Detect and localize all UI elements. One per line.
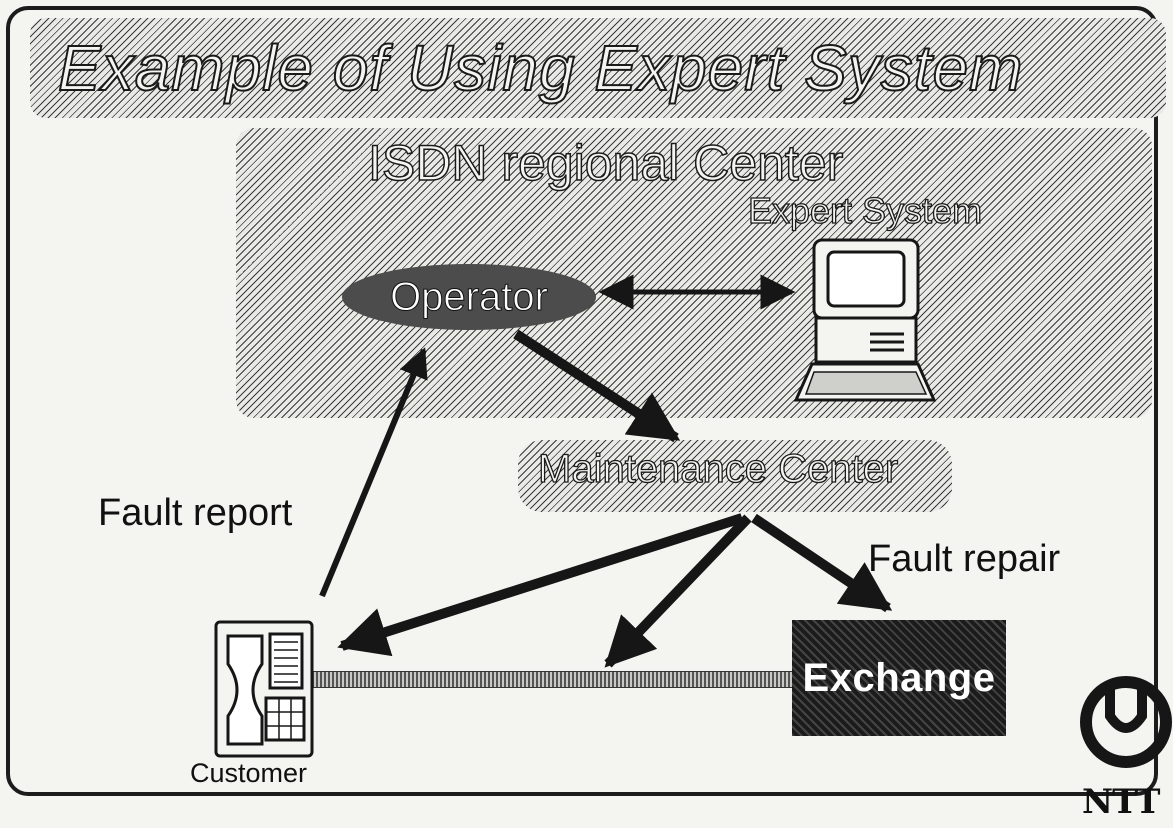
computer-icon (793, 238, 937, 402)
operator-label: Operator (390, 274, 549, 319)
fault-report-arrow (319, 347, 428, 598)
telephone-icon (214, 620, 314, 758)
operator-node: Operator (342, 264, 596, 330)
maintenance-center-label: Maintenance Center (537, 446, 899, 491)
slide-frame (6, 6, 1158, 796)
ntt-logo-text: NTT (1082, 782, 1160, 822)
operator-maintenance-arrow (513, 329, 681, 443)
title-band (30, 18, 1166, 118)
maintenance-line-arrow (604, 514, 752, 668)
subscriber-line (312, 671, 804, 688)
maintenance-customer-arrow (337, 513, 744, 657)
expert-system-label: Expert System (747, 189, 983, 231)
regional-center-label: ISDN regional Center (367, 134, 844, 192)
exchange-node: Exchange (792, 620, 1006, 736)
ntt-logo-icon (1080, 676, 1172, 768)
slide-title: Example of Using Expert System (57, 31, 1024, 105)
maintenance-exchange-arrow (751, 513, 893, 613)
fault-report-label: Fault report (98, 492, 293, 534)
customer-label: Customer (190, 758, 308, 788)
maintenance-center-box (518, 440, 952, 512)
fault-repair-label: Fault repair (868, 538, 1061, 580)
exchange-label: Exchange (802, 655, 996, 700)
